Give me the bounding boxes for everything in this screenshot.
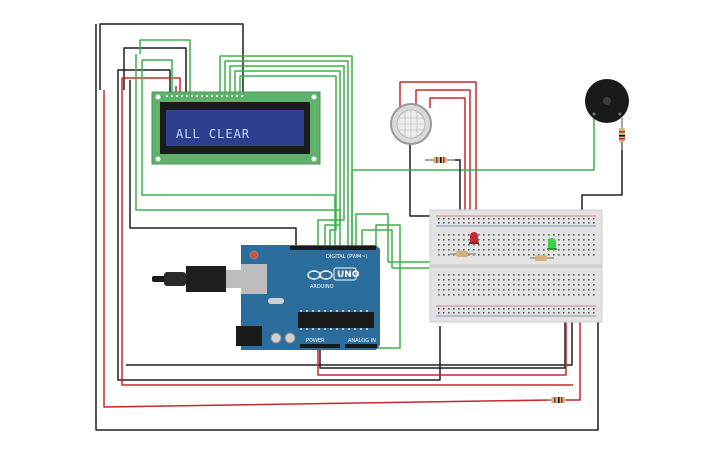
buzzer-center <box>603 97 611 105</box>
power-jack <box>236 326 262 346</box>
led-red[interactable] <box>469 232 479 244</box>
wire-black-bb-bottom <box>126 320 573 366</box>
resistor-band <box>561 397 563 403</box>
wire-green-lcd-right1 <box>219 55 353 245</box>
wire-green-lcd-top <box>139 39 191 92</box>
crystal <box>268 298 284 304</box>
usb-cable-grip <box>164 272 186 286</box>
resistor-band <box>558 397 560 403</box>
chip-pins <box>300 310 368 330</box>
led-green-base <box>547 248 557 250</box>
resistor-body <box>535 255 547 261</box>
gas-sensor[interactable] <box>390 103 432 145</box>
wire-red-res <box>566 320 581 401</box>
wire-black-lcd-loop <box>123 47 187 92</box>
capacitor <box>270 332 282 344</box>
arduino-uno[interactable]: UNO ARDUINO DIGITAL (PWM~) POWER ANALOG … <box>152 245 380 350</box>
wire-green-lcd-right2 <box>224 60 349 245</box>
usb-cable-end <box>152 276 166 282</box>
breadboard-center-gap <box>430 264 602 268</box>
wire-green-lcd-left <box>135 54 341 245</box>
wire-red-arduino <box>317 320 567 376</box>
resistor-band <box>554 397 556 403</box>
uno-logo-text: UNO <box>337 270 360 280</box>
lcd-pin-header <box>166 95 243 97</box>
lcd-mount-hole <box>311 94 317 100</box>
wire-green-gas-out <box>355 213 478 263</box>
reset-button[interactable] <box>249 250 259 260</box>
arduino-logo-icon <box>307 270 333 280</box>
arduino-brand-text: ARDUINO <box>310 284 334 290</box>
digital-label: DIGITAL (PWM~) <box>326 254 368 260</box>
wire-black-buzzer <box>581 130 623 218</box>
usb-port <box>241 264 267 294</box>
digital-header <box>290 246 376 250</box>
led-green-body <box>548 238 556 248</box>
piezo-buzzer[interactable] <box>585 79 629 123</box>
resistor-band <box>619 131 625 133</box>
lcd-mount-hole <box>155 94 161 100</box>
gas-sensor-mesh-lines <box>398 110 424 138</box>
usb-plug-body <box>186 266 226 292</box>
resistor-bb-2[interactable] <box>530 255 554 261</box>
breadboard[interactable] <box>429 209 603 323</box>
resistor-band <box>619 135 625 137</box>
led-red-base <box>469 242 479 244</box>
resistor-bb-1[interactable] <box>450 251 476 257</box>
buzzer-pin <box>618 112 622 116</box>
buzzer-pin <box>592 112 596 116</box>
wire-black-outer <box>99 23 244 92</box>
lcd-mount-hole <box>311 156 317 162</box>
wire-green-lcd-right3 <box>229 65 345 245</box>
atmega-chip <box>298 312 374 328</box>
resistor-band <box>443 157 445 163</box>
resistor-body <box>456 251 468 257</box>
lcd-screen <box>166 110 304 146</box>
resistor-band <box>440 157 442 163</box>
led-green[interactable] <box>547 238 557 250</box>
wire-green-buzzer <box>351 118 595 245</box>
resistor-bottom[interactable] <box>548 397 566 403</box>
wire-red-outer <box>103 90 553 408</box>
wire-red-gas2 <box>415 89 471 228</box>
analog-header <box>345 344 377 348</box>
lcd-module[interactable]: ALL CLEAR <box>151 91 321 165</box>
wire-green-lcd-right4 <box>234 70 341 245</box>
wire-black-arduino <box>129 80 297 245</box>
uno-badge <box>333 267 357 281</box>
lcd-mount-hole <box>155 156 161 162</box>
wire-green-analog <box>345 224 401 349</box>
wire-green-lcd-right5 <box>239 75 337 245</box>
wire-black-main <box>95 24 599 431</box>
power-header <box>300 344 340 348</box>
capacitor <box>284 332 296 344</box>
resistor-buzzer[interactable] <box>619 118 625 150</box>
wire-red-gas1 <box>399 81 477 228</box>
lcd-display-text: ALL CLEAR <box>176 127 250 141</box>
wire-black-bottom <box>117 69 441 381</box>
led-red-body <box>470 232 478 242</box>
wire-black-under <box>319 320 566 369</box>
resistor-band <box>619 138 625 140</box>
resistor-band <box>436 157 438 163</box>
wire-red-gas3 <box>429 97 466 228</box>
analog-label: ANALOG IN <box>348 338 376 344</box>
usb-cable <box>152 266 256 292</box>
power-label: POWER <box>306 338 325 344</box>
wires <box>95 23 623 431</box>
